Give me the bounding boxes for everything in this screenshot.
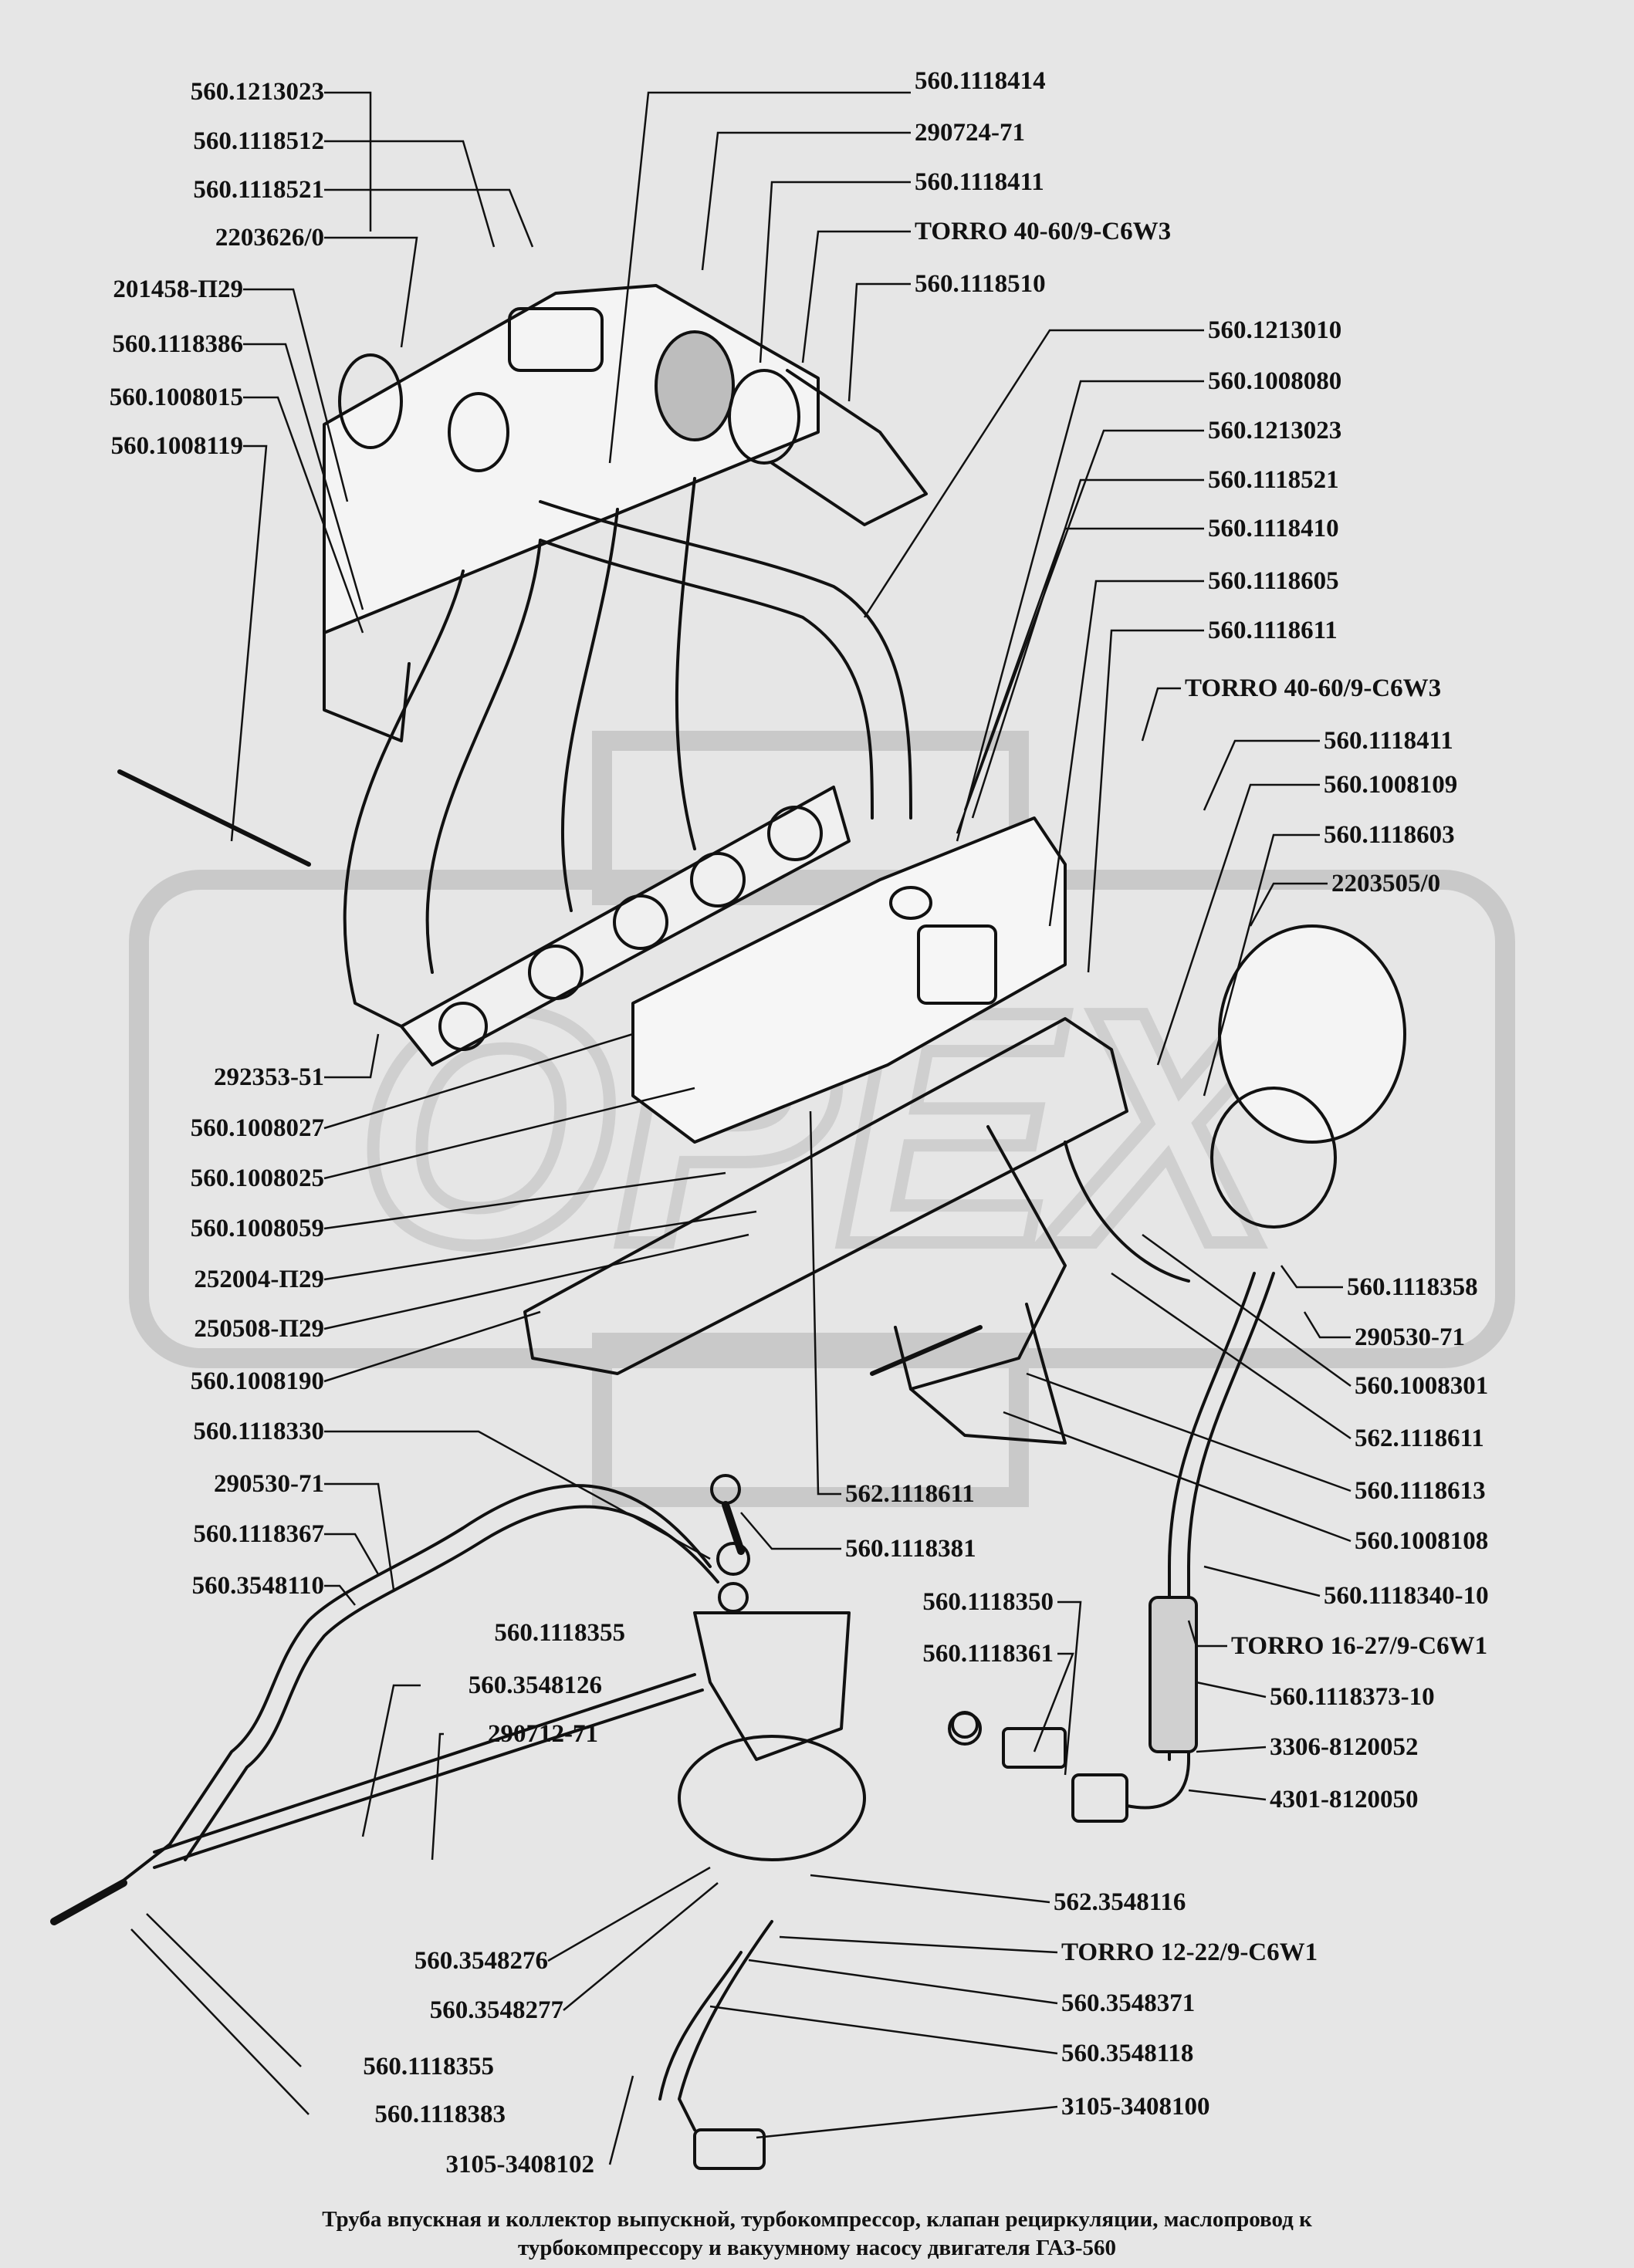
leader-lines — [130, 91, 1352, 2165]
label-r-562-1118611a: 562.1118611 — [1355, 1425, 1484, 1452]
label-r-1008109: 560.1008109 — [1324, 771, 1458, 799]
label-r-1118613: 560.1118613 — [1355, 1477, 1486, 1505]
label-l-1118355b: 560.1118355 — [363, 2053, 494, 2080]
label-l-201458: 201458-П29 — [113, 275, 243, 303]
caption-line-2: турбокомпрессору и вакуумному насосу дви… — [518, 2236, 1116, 2260]
label-r-1213023: 560.1213023 — [1208, 417, 1342, 444]
label-r-3548371: 560.3548371 — [1061, 1989, 1196, 2017]
label-l-1118355a: 560.1118355 — [494, 1619, 625, 1647]
label-r-torro2: TORRO 40-60/9-C6W3 — [1185, 674, 1442, 702]
label-r-290530b: 290530-71 — [1355, 1323, 1465, 1351]
label-l-1008027: 560.1008027 — [190, 1114, 324, 1142]
label-l-3548126: 560.3548126 — [468, 1671, 602, 1699]
label-r-3548118: 560.3548118 — [1061, 2040, 1194, 2067]
label-l-1118512: 560.1118512 — [193, 127, 324, 155]
label-r-1118410: 560.1118410 — [1208, 515, 1339, 542]
label-r-1118414: 560.1118414 — [915, 67, 1046, 95]
label-r-1118411b: 560.1118411 — [1324, 727, 1453, 755]
label-l-1118367: 560.1118367 — [193, 1520, 324, 1548]
label-r-1118605: 560.1118605 — [1208, 567, 1339, 595]
label-r-1008301: 560.1008301 — [1355, 1372, 1489, 1400]
label-r-1118373: 560.1118373-10 — [1270, 1683, 1435, 1711]
label-l-1118386: 560.1118386 — [112, 330, 243, 358]
label-r-4301: 4301-8120050 — [1270, 1786, 1419, 1813]
label-r-2203505: 2203505/0 — [1331, 870, 1441, 897]
caption-line-1: Труба впускная и коллектор выпускной, ту… — [322, 2207, 1312, 2232]
label-l-290530a: 290530-71 — [214, 1470, 324, 1498]
label-c-562-1118611b: 562.1118611 — [845, 1480, 975, 1508]
label-l-1008015: 560.1008015 — [109, 384, 243, 411]
label-l-1118330: 560.1118330 — [193, 1418, 324, 1445]
label-r-torro3: TORRO 16-27/9-C6W1 — [1231, 1632, 1488, 1660]
label-l-3548277: 560.3548277 — [429, 1996, 563, 2024]
label-l-290712: 290712-71 — [488, 1720, 598, 1748]
label-l-3548276: 560.3548276 — [414, 1947, 548, 1975]
label-l-1008025: 560.1008025 — [190, 1164, 324, 1192]
label-l-2203626: 2203626/0 — [215, 224, 324, 252]
label-l-1008190: 560.1008190 — [190, 1367, 324, 1395]
label-r-torro1: TORRO 40-60/9-C6W3 — [915, 218, 1172, 245]
label-r-3408100: 3105-3408100 — [1061, 2093, 1210, 2121]
label-l-1213023: 560.1213023 — [190, 78, 324, 106]
label-r-1118611: 560.1118611 — [1208, 617, 1338, 644]
label-r-1118411a: 560.1118411 — [915, 168, 1044, 196]
label-l-1118383: 560.1118383 — [374, 2101, 506, 2128]
label-l-1118521: 560.1118521 — [193, 176, 324, 204]
label-r-290724: 290724-71 — [915, 119, 1025, 147]
label-c-1118361: 560.1118361 — [922, 1640, 1054, 1668]
label-l-3408102: 3105-3408102 — [445, 2151, 595, 2178]
label-r-1118521: 560.1118521 — [1208, 466, 1339, 494]
label-l-3548110: 560.3548110 — [191, 1572, 324, 1600]
label-r-1118340: 560.1118340-10 — [1324, 1582, 1489, 1610]
label-r-3306: 3306-8120052 — [1270, 1733, 1419, 1761]
label-r-1118358: 560.1118358 — [1347, 1273, 1478, 1301]
label-r-1213010: 560.1213010 — [1208, 316, 1342, 344]
label-r-1008108: 560.1008108 — [1355, 1527, 1489, 1555]
label-r-1118603: 560.1118603 — [1324, 821, 1455, 849]
watermark-gear — [129, 731, 1515, 1507]
label-l-1008119: 560.1008119 — [110, 432, 243, 460]
label-l-1008059: 560.1008059 — [190, 1215, 324, 1242]
label-r-1008080: 560.1008080 — [1208, 367, 1342, 395]
label-r-torro4: TORRO 12-22/9-C6W1 — [1061, 1938, 1318, 1966]
drawing-lines — [50, 284, 1406, 2170]
label-c-1118381: 560.1118381 — [845, 1535, 976, 1563]
label-l-292353: 292353-51 — [214, 1063, 324, 1091]
label-l-250508: 250508-П29 — [194, 1315, 324, 1343]
label-r-1118510: 560.1118510 — [915, 270, 1046, 298]
label-r-3548116: 562.3548116 — [1054, 1888, 1186, 1916]
label-l-252004: 252004-П29 — [194, 1266, 324, 1293]
label-c-1118350: 560.1118350 — [922, 1588, 1054, 1616]
